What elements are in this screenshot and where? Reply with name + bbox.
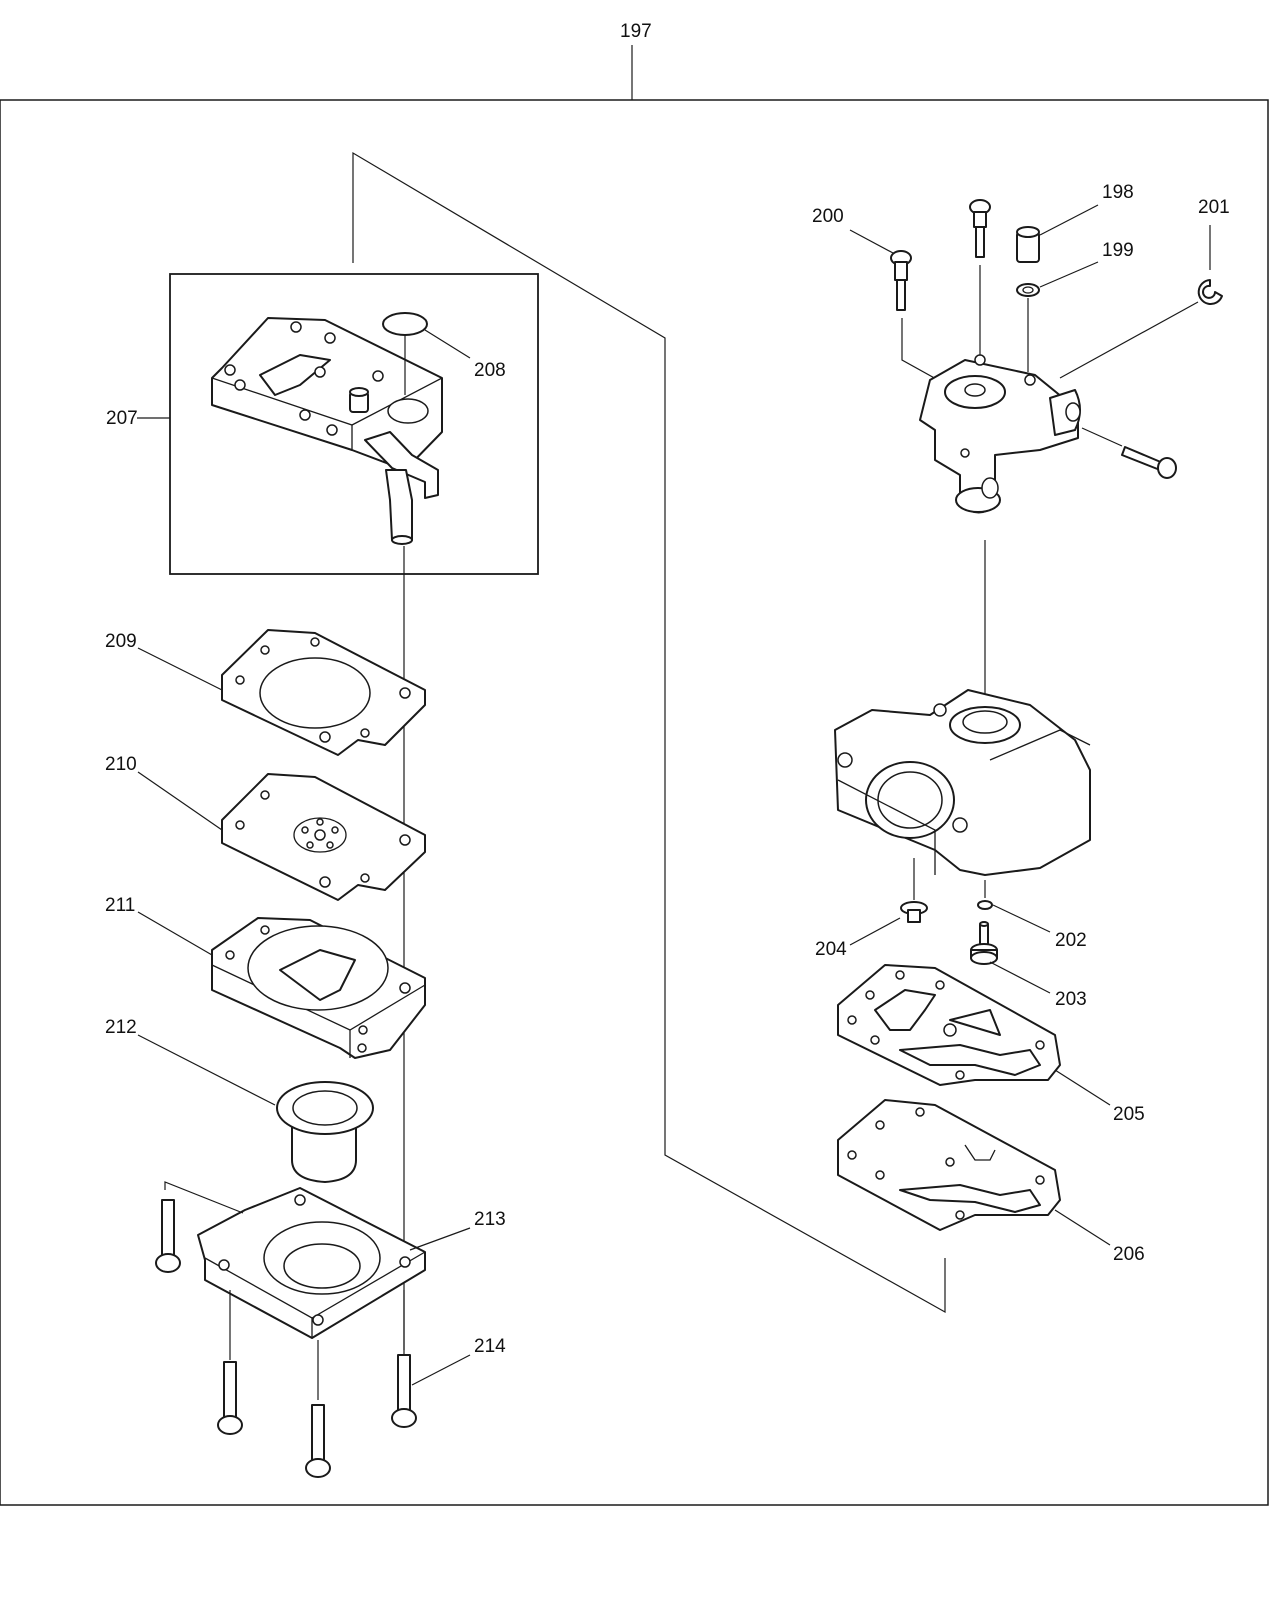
callout-213: 213 bbox=[474, 1209, 506, 1230]
callout-212: 212 bbox=[105, 1017, 137, 1038]
screw-top bbox=[969, 199, 991, 360]
screw-lower-left bbox=[217, 1290, 243, 1435]
throttle-assembly bbox=[919, 354, 1081, 514]
callout-209: 209 bbox=[105, 631, 137, 652]
diaphragm-210 bbox=[137, 771, 426, 901]
callout-198: 198 bbox=[1102, 182, 1134, 203]
callout-197: 197 bbox=[620, 21, 652, 42]
callout-203: 203 bbox=[1055, 989, 1087, 1010]
filter-screen-208 bbox=[382, 312, 471, 395]
callout-210: 210 bbox=[105, 754, 137, 775]
pump-body-207 bbox=[211, 317, 443, 545]
carburetor-body bbox=[834, 689, 1091, 876]
screw-long bbox=[1081, 427, 1177, 479]
diagram-frame bbox=[0, 99, 1269, 1506]
adjust-screw-198 bbox=[1016, 204, 1099, 263]
gasket-209 bbox=[137, 629, 426, 756]
check-valve-204 bbox=[849, 858, 928, 946]
callout-199: 199 bbox=[1102, 240, 1134, 261]
washer-199 bbox=[1016, 261, 1099, 372]
metering-body-211 bbox=[137, 911, 426, 1059]
e-clip-201 bbox=[1059, 225, 1223, 379]
callout-200: 200 bbox=[812, 206, 844, 227]
group-bracket bbox=[352, 151, 946, 1314]
diaphragm-206 bbox=[837, 1099, 1111, 1246]
callout-211: 211 bbox=[105, 895, 135, 916]
assembly-box-207 bbox=[169, 273, 539, 575]
screw-lower-middle bbox=[305, 1340, 331, 1478]
screw-upper-left bbox=[155, 1181, 244, 1273]
callout-208: 208 bbox=[474, 360, 506, 381]
callout-204: 204 bbox=[815, 939, 847, 960]
callout-207: 207 bbox=[106, 408, 138, 429]
gasket-205 bbox=[837, 964, 1111, 1106]
callout-205: 205 bbox=[1113, 1104, 1145, 1125]
callout-201: 201 bbox=[1198, 197, 1230, 218]
callout-214: 214 bbox=[474, 1336, 506, 1357]
callout-202: 202 bbox=[1055, 930, 1087, 951]
cover-213 bbox=[197, 1187, 471, 1339]
o-ring-202 bbox=[977, 880, 1051, 933]
callout-206: 206 bbox=[1113, 1244, 1145, 1265]
screw-214 bbox=[391, 1290, 471, 1428]
needle-203 bbox=[970, 921, 1051, 994]
cup-212 bbox=[137, 1034, 374, 1183]
